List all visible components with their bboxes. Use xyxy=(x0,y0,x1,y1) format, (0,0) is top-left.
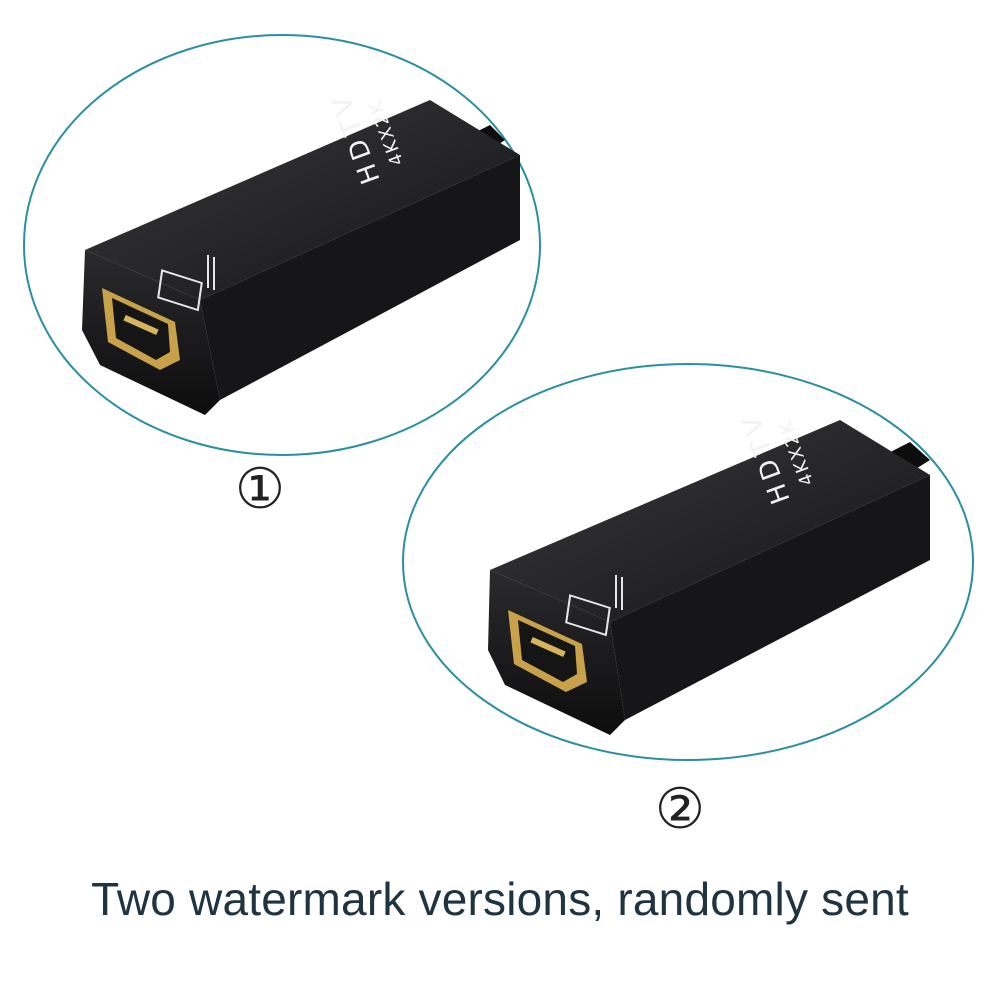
variant-marker-2: ② xyxy=(654,777,706,842)
monitor-icon xyxy=(157,255,215,312)
adapter-body xyxy=(85,100,520,300)
product-variant-1: HDTV 4KX2K xyxy=(20,30,545,460)
caption-text: Two watermark versions, randomly sent xyxy=(91,873,909,925)
adapter-photo-1: HDTV 4KX2K xyxy=(23,34,541,456)
highlight-ring xyxy=(23,34,541,456)
product-variant-2: HDTV 4KX2K xyxy=(400,360,980,765)
highlight-ring xyxy=(402,363,974,761)
adapter-photo-2: HDTV 4KX2K xyxy=(402,363,974,761)
adapter-body xyxy=(490,420,930,622)
monitor-icon xyxy=(565,575,623,637)
variant-marker-1: ① xyxy=(234,457,286,522)
